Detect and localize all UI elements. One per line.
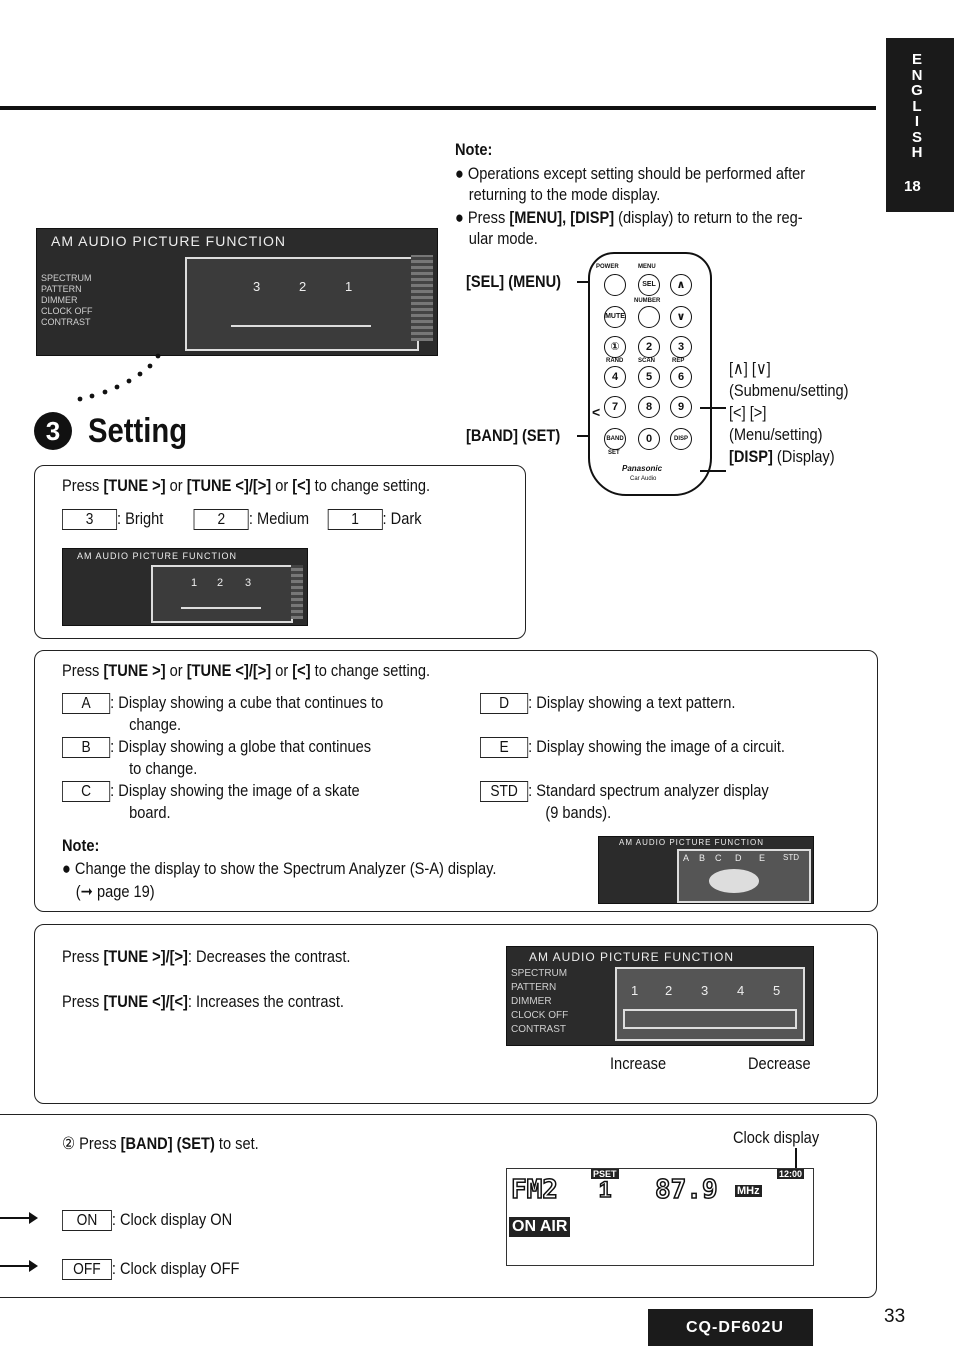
note-bullet-1: ● Operations except setting should be pe… [455,164,806,183]
pattern-key-a: A [62,693,111,715]
preset-number: 1 [598,1176,612,1203]
tab-letter: N [911,66,923,84]
increase-label: Increase [610,1054,667,1073]
tab-letter: S [911,128,922,146]
clock-off-option: OFF: Clock display OFF [62,1259,239,1281]
band-button[interactable]: BAND [604,428,626,450]
arrow-icon [0,1212,38,1224]
tab-letter: E [911,51,922,68]
dotted-connector [77,353,161,402]
decrease-label: Decrease [748,1054,811,1073]
clock-section [0,1114,877,1298]
dimmer-key-1: 1 [327,509,383,531]
pattern-key-std: STD [480,781,529,803]
digit-button[interactable]: 2 [638,336,660,358]
note-top: Note: ● Operations except setting should… [455,140,805,249]
tab-letter: G [911,82,923,99]
digit-button[interactable]: 9 [670,396,692,418]
band-indicator: FM2 [510,1174,558,1206]
lcd-clock-display: FM2 PSET 1 87.9 MHz 12:00 ON AIR [506,1168,814,1266]
power-button[interactable] [604,274,626,296]
pattern-list-right: D: Display showing a text pattern. E: Di… [480,692,785,824]
clock-on-option: ON: Clock display ON [62,1210,232,1232]
digit-button[interactable]: 5 [638,366,660,388]
note-bullet-1-cont: returning to the mode display. [468,185,661,204]
disp-button[interactable]: DISP [670,428,692,450]
clock-time: 12:00 [777,1169,805,1179]
digit-button[interactable]: 8 [638,396,660,418]
tab-letter: H [911,144,923,161]
clock-display-label: Clock display [733,1128,820,1147]
note-title: Note: [455,140,493,159]
pattern-instruction: Press [TUNE >] or [TUNE <]/[>] or [<] to… [62,661,431,680]
model-badge: CQ-DF602U [648,1309,813,1346]
tab-number: 18 [904,178,921,195]
pattern-section [34,650,878,912]
preset-label: PSET [591,1169,619,1179]
tab-letter: I [914,113,920,130]
clock-key-off: OFF [62,1259,112,1281]
note-bullet-2-cont: ular mode. [468,229,538,248]
pattern-key-e: E [480,737,529,759]
step-number-badge: 3 [34,412,72,450]
digit-button[interactable]: 3 [670,336,692,358]
note-bullet-2: ● Press [MENU], [DISP] (display) to retu… [455,208,803,227]
digit-button[interactable]: 0 [638,428,660,450]
top-rule [0,106,876,110]
dimmer-options: 3: Bright 2: Medium 1: Dark [62,509,422,531]
left-arrow-icon[interactable]: < [592,404,601,420]
lcd-dimmer-display: AM AUDIO PICTURE FUNCTION 1 2 3 [62,548,308,626]
up-button[interactable]: ∧ [670,274,692,296]
on-air-indicator: ON AIR [509,1217,571,1237]
dimmer-section [34,465,526,639]
brand-logo: Panasonic [622,464,663,473]
dimmer-key-2: 2 [193,509,249,531]
dimmer-key-3: 3 [62,509,118,531]
digit-button[interactable]: 6 [670,366,692,388]
digit-button[interactable]: 7 [604,396,626,418]
remote-control: POWER MENU SEL ∧ NUMBER MUTE ∨ ① 2 3 RAN… [588,252,712,496]
lcd-menu-bar: AM AUDIO PICTURE FUNCTION [51,233,287,249]
language-tab: E N G L I S H 18 [886,38,954,212]
contrast-section [34,924,878,1104]
pattern-key-c: C [62,781,111,803]
page-number: 33 [884,1306,906,1327]
arrow-icon [0,1260,38,1272]
pattern-key-b: B [62,737,111,759]
down-button[interactable]: ∨ [670,306,692,328]
digit-button[interactable]: 4 [604,366,626,388]
sel-button[interactable]: SEL [638,274,660,296]
mute-button[interactable]: MUTE [604,306,626,328]
contrast-increase-line: Press [TUNE <]/[<]: Increases the contra… [62,992,344,1011]
pattern-note: Note: ● Change the display to show the S… [62,836,497,901]
tab-letter: L [912,97,922,115]
pattern-key-d: D [480,693,529,715]
frequency-unit: MHz [735,1185,762,1197]
lcd-pattern-display: AM AUDIO PICTURE FUNCTION A B C D E STD [598,836,814,904]
band-set-label: [BAND] (SET) [466,426,561,445]
dimmer-instruction: Press [TUNE >] or [TUNE <]/[>] or [<] to… [62,476,431,495]
number-button[interactable] [638,306,660,328]
digit-button[interactable]: ① [604,336,626,358]
lcd-value-window: 3 2 1 [185,257,419,351]
clock-key-on: ON [62,1210,112,1232]
frequency: 87.9 [654,1174,718,1206]
remote-key-descriptions: [∧] [∨] (Submenu/setting) [<] [>] (Menu/… [729,359,849,466]
contrast-decrease-line: Press [TUNE >]/[>]: Decreases the contra… [62,947,351,966]
sel-menu-label: [SEL] (MENU) [466,272,562,291]
clock-step: ② Press [BAND] (SET) to set. [62,1134,259,1153]
setting-heading: Setting [88,412,188,450]
pattern-list-left: A: Display showing a cube that continues… [62,692,383,824]
